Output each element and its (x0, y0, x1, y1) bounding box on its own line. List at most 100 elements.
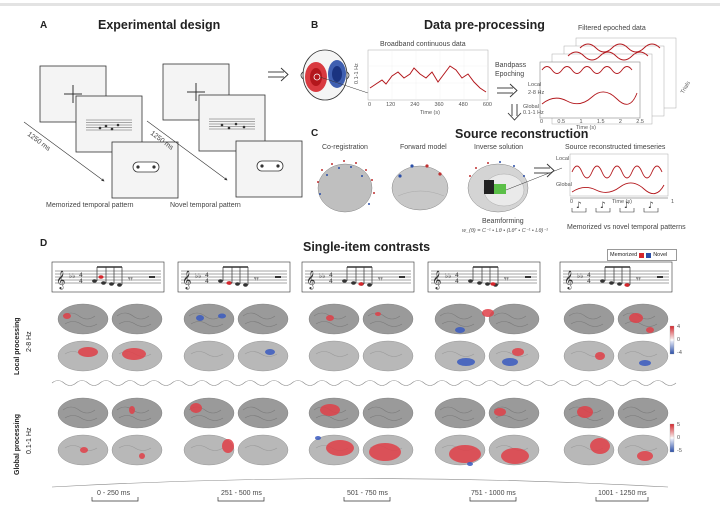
legend-memorized: Memorized (610, 252, 638, 258)
x-tick: 0 (540, 119, 544, 125)
highlighted-notes (98, 275, 630, 287)
ts-caption: Memorized vs novel temporal patterns (567, 224, 686, 231)
row-global-band: 0.1-1 Hz (26, 427, 33, 454)
coregistration-head (317, 160, 375, 213)
colorbar-local (669, 325, 675, 355)
x-tick: 0 (368, 102, 372, 108)
x-tick: 1 (579, 119, 583, 125)
arrow-b-to-c (507, 104, 522, 121)
legend-novel: Novel (653, 252, 668, 258)
svg-text:♪: ♪ (648, 201, 654, 211)
row-local-label: Local processing (14, 317, 21, 375)
screen-response-2 (235, 140, 303, 198)
filtered-label: Filtered epoched data (578, 25, 646, 32)
beamforming-formula: w_(θ) = C⁻¹ • Lθ • (Lθᵀ • C⁻¹ • Lθ)⁻¹ (462, 228, 548, 234)
cbar-local-max: 4 (677, 324, 681, 330)
panel-b-letter: B (311, 20, 319, 31)
broadband-x-label: Time (s) (420, 110, 440, 116)
x-tick: 1.5 (596, 119, 605, 125)
x-tick: 120 (386, 102, 396, 108)
x-tick: 0 (570, 199, 574, 205)
epoch-local-band: 2-8 Hz (528, 90, 545, 96)
beamforming-label: Beamforming (482, 218, 524, 225)
panel-d-title: Single-item contrasts (303, 240, 431, 254)
epoch-x-ticks: 0 0.5 1 1.5 2 2.5 (540, 119, 644, 125)
arrow-to-timeseries (534, 163, 555, 178)
forward-model-head (391, 164, 449, 211)
legend-red-swatch (639, 252, 645, 258)
arrow-a-to-b (268, 67, 289, 82)
epoch-x-label: Time (s) (576, 125, 596, 131)
inverse-solution-label: Inverse solution (474, 144, 524, 151)
legend-blue-swatch (646, 252, 652, 258)
x-tick: 1 (670, 199, 674, 205)
broadband-x-ticks: 0 120 240 360 480 600 (368, 102, 492, 108)
x-tick: 0.5 (557, 119, 566, 125)
x-tick: 360 (434, 102, 444, 108)
local-red-clusters (63, 309, 654, 360)
colorbar-global (669, 423, 675, 453)
wavy-separator (51, 380, 677, 386)
staff-window-4 (427, 261, 541, 293)
local-brains (57, 303, 669, 372)
x-tick: 240 (410, 102, 420, 108)
memorized-pattern-label: Memorized temporal pattern (46, 202, 134, 209)
cbar-local-min: -4 (677, 350, 682, 356)
global-blue-clusters (315, 436, 473, 466)
arrow-to-epochs (497, 83, 518, 98)
broadband-label: Broadband continuous data (380, 41, 466, 48)
novel-pattern-label: Novel temporal pattern (170, 202, 241, 209)
bandpass-label: Bandpass (495, 62, 527, 69)
x-tick: Time (s) (612, 199, 632, 205)
svg-text:♪: ♪ (600, 201, 606, 211)
local-blue-clusters (196, 313, 651, 366)
eeg-topography (300, 49, 350, 101)
timeline-arc (51, 478, 669, 488)
window-label-1: 0 - 250 ms (97, 490, 131, 497)
panel-b-title: Data pre-processing (424, 18, 545, 32)
window-label-5: 1001 - 1250 ms (598, 490, 647, 497)
epoch-local-label: Local (528, 82, 542, 88)
ts-x-ticks: 0 Time (s) 1 (570, 199, 674, 205)
panel-a-title: Experimental design (98, 18, 221, 32)
broadband-plot (367, 49, 489, 101)
epoch-stack (539, 37, 677, 125)
svg-text:♪: ♪ (576, 201, 582, 211)
panel-d-letter: D (40, 238, 48, 249)
staff-window-5 (559, 261, 673, 293)
svg-text:♪: ♪ (624, 201, 630, 211)
x-tick: 2 (618, 119, 622, 125)
staff-window-3 (301, 261, 415, 293)
row-global-label: Global processing (14, 413, 21, 475)
panel-c-letter: C (311, 128, 319, 139)
inverse-solution-head (467, 161, 529, 213)
global-red-clusters (80, 403, 653, 464)
cbar-local-mid: 0 (677, 337, 681, 343)
x-tick: 2.5 (636, 119, 644, 125)
screen-response-1 (111, 141, 179, 199)
top-rule (0, 3, 720, 6)
ts-global-label: Global (556, 182, 572, 188)
cbar-global-min: -5 (677, 448, 682, 454)
legend: Memorized Novel (607, 249, 677, 261)
epoching-label: Epoching (495, 71, 525, 78)
window-brackets (91, 497, 649, 502)
coregistration-label: Co-registration (322, 144, 368, 151)
staff-window-2 (177, 261, 291, 293)
staff-window-1 (51, 261, 165, 293)
timeseries-plot: ♪ ♪ ♪ ♪ (569, 153, 669, 213)
panel-a-letter: A (40, 20, 48, 31)
timeseries-label: Source reconstructed timeseries (565, 144, 666, 151)
forward-model-label: Forward model (400, 144, 447, 151)
cbar-global-mid: 0 (677, 435, 681, 441)
epoch-global-band: 0.1-1 Hz (523, 110, 544, 116)
cbar-global-max: 5 (677, 422, 681, 428)
panel-c-title: Source reconstruction (455, 127, 589, 141)
row-local-band: 2-8 Hz (26, 331, 33, 352)
ts-local-label: Local (556, 156, 570, 162)
global-brains (57, 397, 669, 466)
